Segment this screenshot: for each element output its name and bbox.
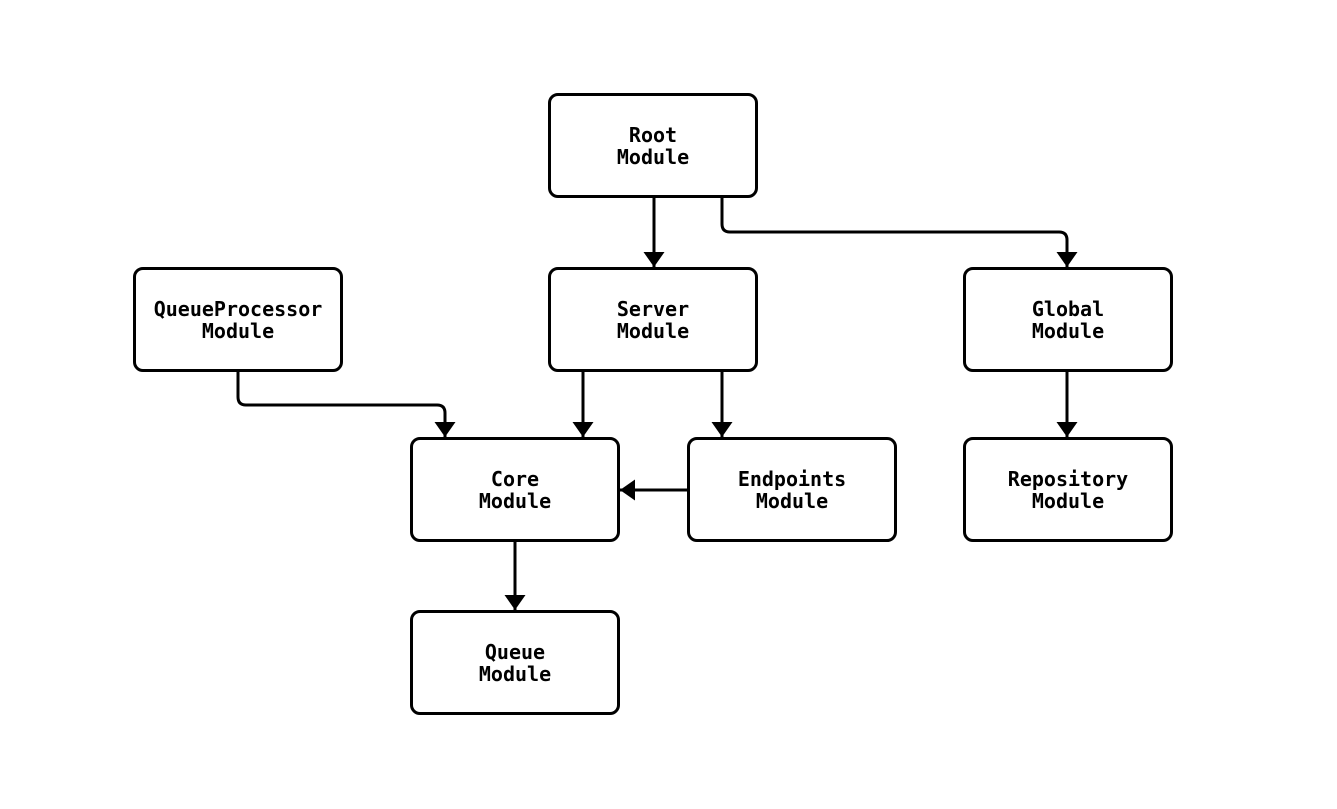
node-label-line: Module bbox=[1031, 488, 1105, 513]
node-label-line: Root bbox=[628, 122, 678, 147]
node-label-line: Global bbox=[1031, 296, 1105, 321]
node-label-line: Module bbox=[616, 144, 690, 169]
node-label-line: Core bbox=[490, 466, 540, 491]
node-label-line: Server bbox=[616, 296, 690, 321]
node-label-line: Module bbox=[201, 318, 275, 343]
node-label-line: Queue bbox=[484, 639, 546, 664]
node-label-line: Endpoints bbox=[737, 466, 847, 491]
edge-root-to-global bbox=[720, 198, 1078, 267]
node-label-line: Module bbox=[755, 488, 829, 513]
node-label-line: QueueProcessor bbox=[153, 296, 323, 321]
node-label-line: Repository bbox=[1007, 466, 1129, 491]
node-label-line: Module bbox=[616, 318, 690, 343]
node-label-line: Module bbox=[478, 661, 552, 686]
node-label-line: Module bbox=[478, 488, 552, 513]
edge-queueprocessor-to-core bbox=[236, 372, 456, 437]
edge-group bbox=[236, 198, 1078, 610]
node-label-line: Module bbox=[1031, 318, 1105, 343]
